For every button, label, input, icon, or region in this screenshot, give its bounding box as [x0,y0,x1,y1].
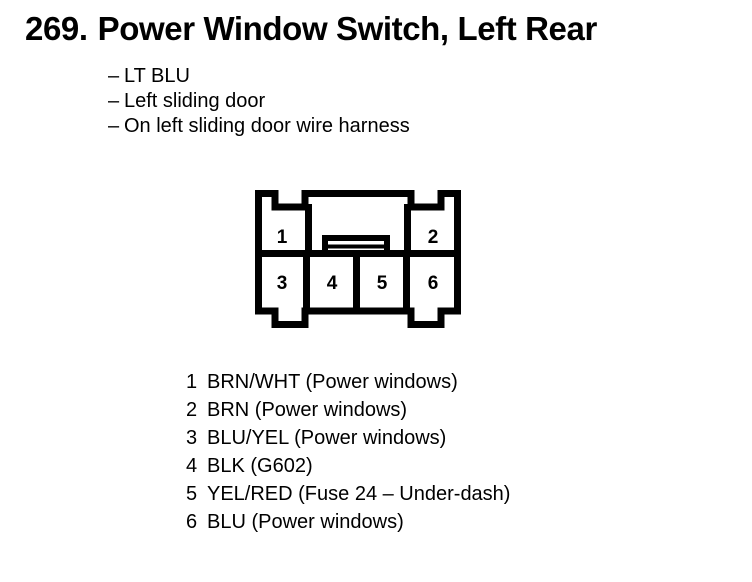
pin-legend-description: BLK (G602) [207,455,313,477]
connector-pin-1: 1 [277,227,288,248]
page-title: 269. Power Window Switch, Left Rear [25,12,597,45]
pin-legend-number: 1 [186,371,198,393]
title-number: 269. [25,10,88,47]
pin-legend: 1 BRN/WHT (Power windows) 2 BRN (Power w… [186,368,706,536]
dash-icon: – [108,115,120,137]
description-label: LT BLU [124,65,190,87]
pin-legend-row: 4 BLK (G602) [186,452,706,480]
pin-legend-row: 1 BRN/WHT (Power windows) [186,368,706,396]
connector-outline-svg: 1 2 3 4 5 6 [255,190,461,328]
pin-legend-number: 3 [186,427,198,449]
pin-legend-number: 6 [186,511,198,533]
pin-legend-description: BLU/YEL (Power windows) [207,427,447,449]
latch-tab-icon [322,235,390,256]
description-label: On left sliding door wire harness [124,115,410,137]
pin-legend-description: BLU (Power windows) [207,511,404,533]
connector-pin-5: 5 [377,273,388,294]
pin-legend-number: 4 [186,455,198,477]
connector-pin-3: 3 [277,273,288,294]
description-list: – LT BLU – Left sliding door – On left s… [108,64,668,139]
description-label: Left sliding door [124,90,266,112]
pin-legend-number: 2 [186,399,198,421]
pin-legend-description: YEL/RED (Fuse 24 – Under-dash) [207,483,511,505]
pin-legend-description: BRN (Power windows) [207,399,408,421]
connector-body-outline [255,190,461,328]
description-item: – Left sliding door [108,89,668,114]
description-item: – LT BLU [108,64,668,89]
description-item: – On left sliding door wire harness [108,114,668,139]
pin-legend-row: 2 BRN (Power windows) [186,396,706,424]
pin-legend-row: 3 BLU/YEL (Power windows) [186,424,706,452]
pin-legend-row: 6 BLU (Power windows) [186,508,706,536]
connector-diagram: 1 2 3 4 5 6 [252,190,464,330]
pin-legend-row: 5 YEL/RED (Fuse 24 – Under-dash) [186,480,706,508]
title-name: Power Window Switch, Left Rear [97,10,598,47]
dash-icon: – [108,65,120,87]
pin-legend-description: BRN/WHT (Power windows) [207,371,458,393]
connector-pin-6: 6 [428,273,439,294]
connector-pin-4: 4 [327,273,338,294]
pin-legend-number: 5 [186,483,198,505]
dash-icon: – [108,90,120,112]
connector-pin-2: 2 [428,227,439,248]
